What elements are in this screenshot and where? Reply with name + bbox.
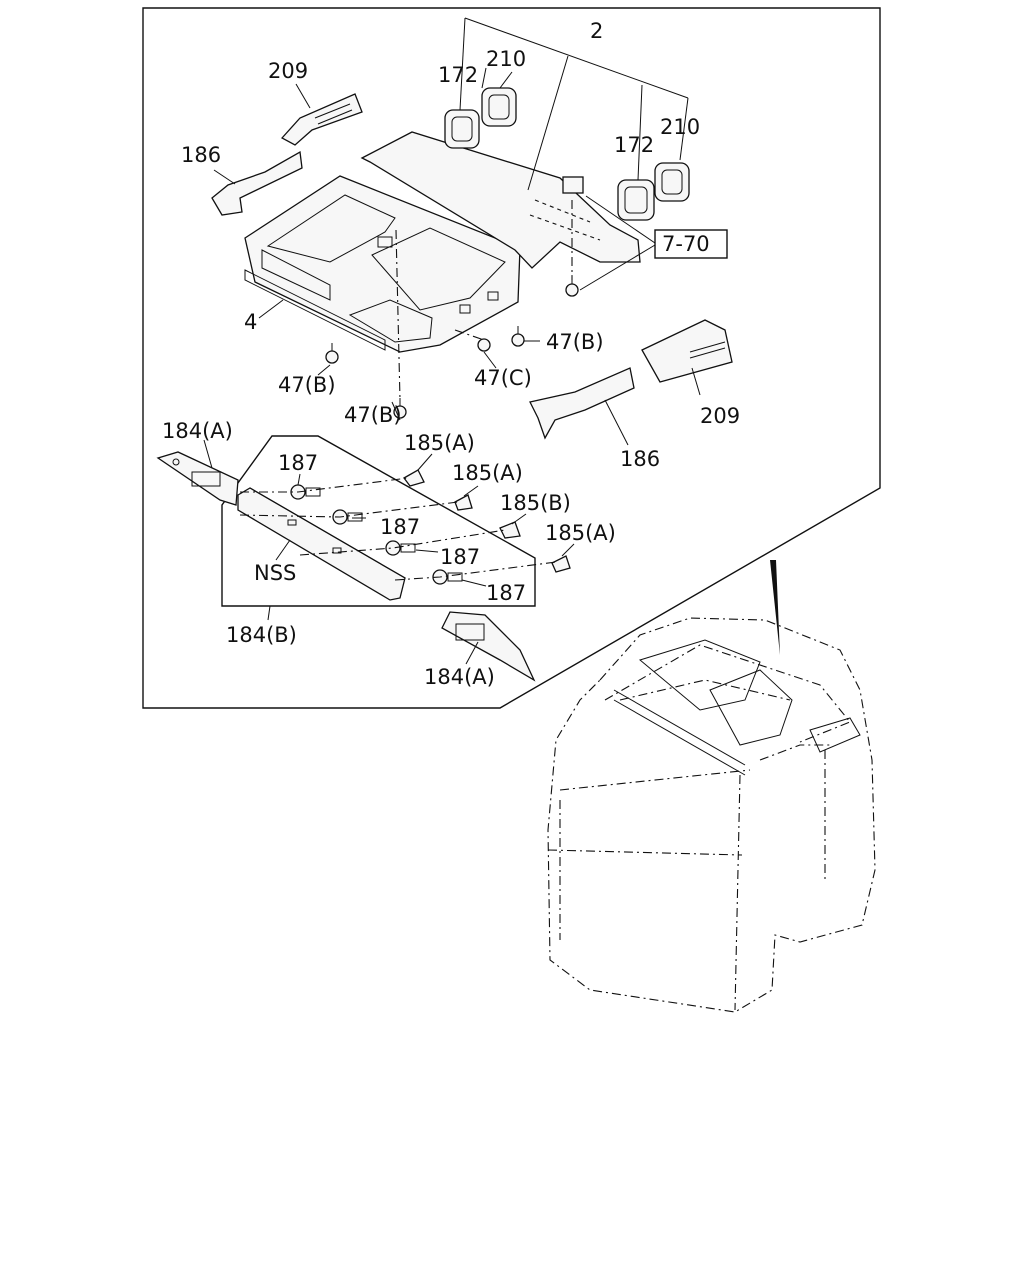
pillar-186-left [211, 150, 303, 216]
label-186-right: 186 [620, 447, 660, 471]
label-210-left: 210 [486, 47, 526, 71]
label-187-2: 187 [380, 515, 420, 539]
label-172-left: 172 [438, 63, 478, 87]
label-47b-mid: 47(B) [344, 403, 402, 427]
label-185a-1: 185(A) [404, 431, 475, 455]
label-209-right: 209 [700, 404, 740, 428]
clip-7-70 [562, 176, 584, 194]
headlining-panel [244, 175, 521, 353]
screw-upper-right [565, 275, 579, 297]
label-209-left: 209 [268, 59, 308, 83]
label-187-4: 187 [486, 581, 526, 605]
label-186-left: 186 [181, 143, 221, 167]
label-185b: 185(B) [500, 491, 571, 515]
lamp-184a-top [156, 451, 239, 506]
label-187-1: 187 [278, 451, 318, 475]
trim-209-left [280, 93, 363, 146]
label-47c: 47(C) [474, 366, 532, 390]
grommet-172-left [444, 109, 480, 149]
console-subframe [221, 435, 536, 607]
pillar-186-right [529, 367, 635, 440]
clip-47b-top-part [511, 326, 525, 347]
pointer-wedge [770, 560, 780, 655]
label-172-right: 172 [614, 133, 654, 157]
clip-47b-left-part [325, 343, 339, 364]
roof-trim-sheet [360, 131, 641, 269]
bracket-185-parts [403, 469, 571, 573]
grommet-210-right [654, 162, 690, 202]
label-7-70: 7-70 [662, 232, 710, 256]
label-47b-left: 47(B) [278, 373, 336, 397]
label-187-3: 187 [440, 545, 480, 569]
clip-47b-mid-part [393, 398, 407, 419]
label-210-right: 210 [660, 115, 700, 139]
label-184b: 184(B) [226, 623, 297, 647]
trim-209-right [641, 319, 733, 383]
detail-frame [142, 7, 881, 709]
label-185a-2: 185(A) [452, 461, 523, 485]
cab-body [547, 617, 876, 1013]
grommet-172-right [617, 179, 655, 221]
label-184a-top: 184(A) [162, 419, 233, 443]
clip-47c-part [477, 338, 491, 352]
grommet-210-left [481, 87, 517, 127]
label-4: 4 [244, 310, 257, 334]
label-184a-bottom: 184(A) [424, 665, 495, 689]
label-2: 2 [590, 19, 603, 43]
label-185a-3: 185(A) [545, 521, 616, 545]
lamp-184a-bottom [441, 611, 536, 682]
label-nss: NSS [254, 561, 296, 585]
label-47b-top: 47(B) [546, 330, 604, 354]
ref-box [654, 229, 728, 259]
